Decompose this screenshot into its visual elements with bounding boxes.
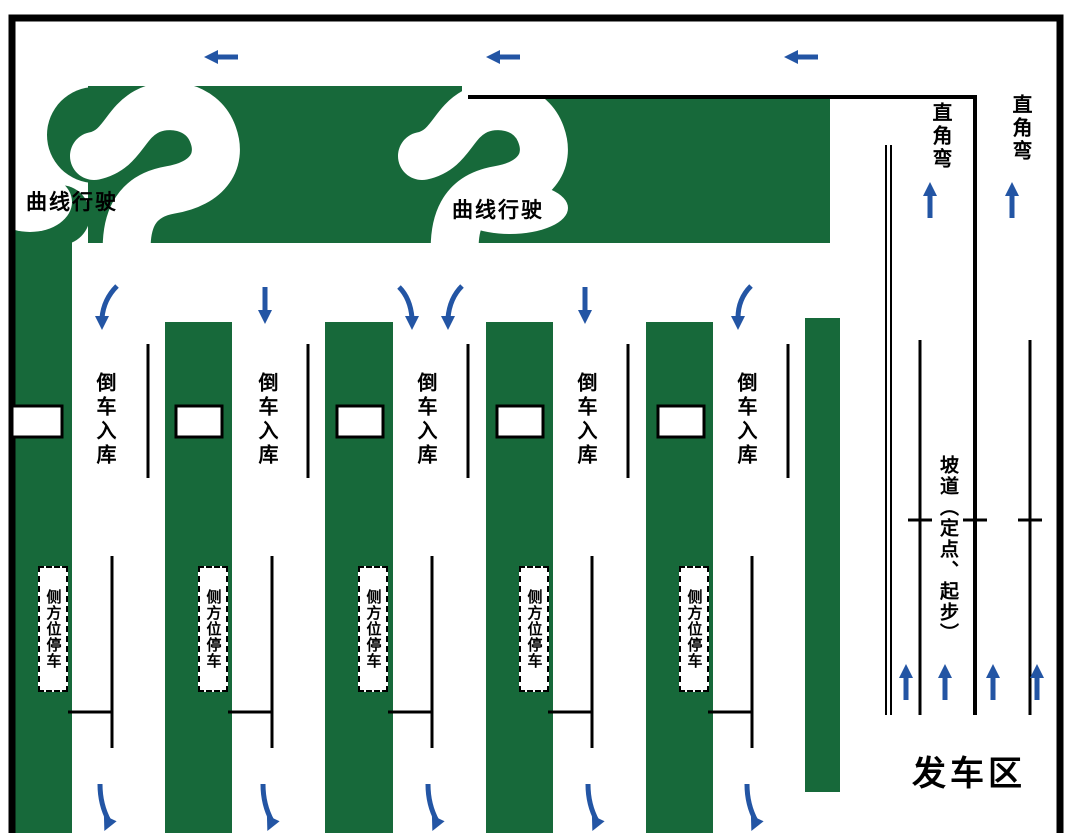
arrow-down-exit-icon: [425, 783, 445, 831]
parallel-parking-box: 侧方位停车: [38, 566, 68, 692]
parallel-parking-box: 侧方位停车: [358, 566, 388, 692]
arrow-down-exit-icon: [260, 783, 280, 831]
departure-area-label: 发车区: [912, 755, 1026, 793]
arrow-down-exit-icon: [97, 783, 117, 831]
right-angle-turn-label: 直角弯: [1009, 94, 1031, 163]
parallel-parking-box: 侧方位停车: [679, 566, 709, 692]
direction-arrows: [95, 50, 1044, 831]
curve-driving-label: 曲线行驶: [26, 191, 118, 214]
reverse-parking-label: 倒车入库: [574, 372, 596, 468]
arrow-down-curved-icon: [441, 284, 464, 330]
parallel-parking-label: 侧方位停车: [204, 589, 222, 669]
garage-box: [656, 404, 706, 439]
ramp-label: 坡道（定点、起步）: [937, 455, 958, 644]
arrow-up-icon: [986, 664, 1000, 700]
arrow-up-icon: [923, 182, 937, 218]
parallel-parking-box: 侧方位停车: [198, 566, 228, 692]
s-curve-channels: [0, 82, 568, 292]
parallel-parking-label: 侧方位停车: [685, 589, 703, 669]
curve-driving-label: 曲线行驶: [452, 199, 544, 222]
arrow-left-icon: [784, 50, 818, 64]
garage-box: [335, 404, 385, 439]
arrow-up-icon: [1030, 664, 1044, 700]
reverse-parking-label: 倒车入库: [734, 372, 756, 468]
right-angle-turn-label: 直角弯: [929, 102, 951, 171]
arrow-up-icon: [1005, 182, 1019, 218]
arrow-up-icon: [938, 664, 952, 700]
garage-box: [495, 404, 545, 439]
reverse-parking-label: 倒车入库: [414, 372, 436, 468]
parallel-parking-box: 侧方位停车: [519, 566, 549, 692]
arrow-down-exit-icon: [744, 783, 764, 831]
arrow-left-icon: [204, 50, 238, 64]
parallel-parking-label: 侧方位停车: [44, 589, 62, 669]
right-angle-corner-line: [468, 95, 977, 715]
arrow-left-icon: [486, 50, 520, 64]
arrow-down-icon: [258, 287, 272, 324]
arrow-down-curved-icon: [397, 285, 419, 330]
garage-box: [174, 404, 224, 439]
reverse-parking-label: 倒车入库: [93, 372, 115, 468]
arrow-down-curved-icon: [731, 284, 753, 330]
reverse-parking-label: 倒车入库: [255, 372, 277, 468]
garage-box: [10, 404, 64, 439]
parallel-parking-label: 侧方位停车: [525, 589, 543, 669]
arrow-up-icon: [899, 664, 913, 700]
arrow-down-icon: [578, 287, 592, 324]
lane-markings: [68, 344, 790, 748]
arrow-down-curved-icon: [95, 284, 119, 330]
garage-outlines: [10, 404, 706, 439]
arrow-down-exit-icon: [585, 783, 605, 831]
parallel-parking-label: 侧方位停车: [364, 589, 382, 669]
